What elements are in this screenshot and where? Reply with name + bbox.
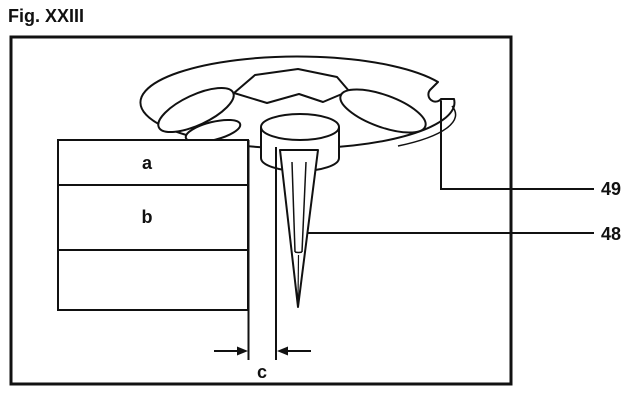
- leader-48: 48: [308, 224, 621, 244]
- row-b-label: b: [142, 207, 153, 227]
- dimension-arrowhead-right: [277, 346, 288, 356]
- leader-49: 49: [440, 101, 621, 199]
- ref-48-label: 48: [601, 224, 621, 244]
- disc: [139, 55, 457, 150]
- dimension-arrowhead-left: [237, 346, 248, 356]
- blade-shaft-right: [301, 161, 307, 253]
- parts-box: a b: [57, 139, 249, 311]
- blade-shaft-left: [291, 161, 296, 253]
- parts-box-outline: [57, 139, 249, 311]
- dimension-c: c: [214, 346, 311, 382]
- hub-top: [260, 113, 340, 141]
- figure-title: Fig. XXIII: [8, 6, 84, 26]
- blade-outline: [279, 149, 319, 308]
- disc-rim-edge: [397, 105, 457, 147]
- ref-49-label: 49: [601, 179, 621, 199]
- row-a-label: a: [142, 153, 153, 173]
- blade-tip-ridge: [297, 254, 300, 301]
- leader-line-49: [440, 101, 594, 190]
- disc-cutout-left: [157, 86, 235, 134]
- blade: [279, 149, 319, 308]
- disc-cutout-right: [339, 88, 427, 134]
- dimension-c-label: c: [257, 362, 267, 382]
